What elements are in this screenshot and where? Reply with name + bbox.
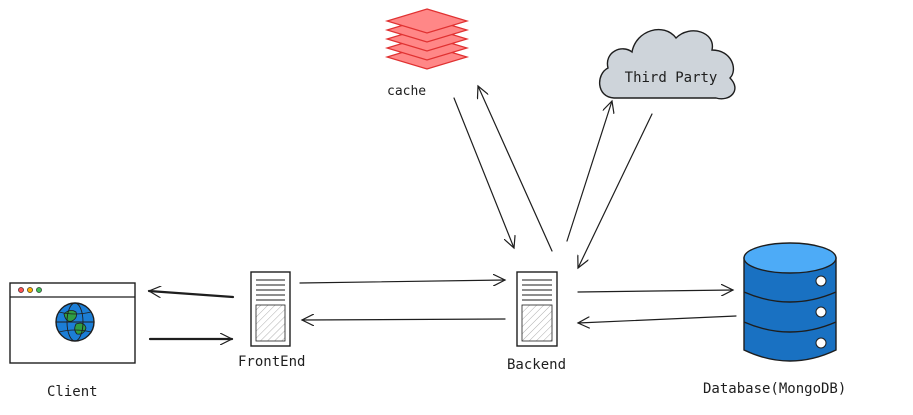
frontend-server-icon	[250, 271, 291, 347]
arrow-database-to-backend	[578, 315, 737, 323]
third-party-cloud-icon	[599, 28, 736, 100]
cache-layers-icon	[384, 8, 470, 70]
backend-server-icon	[516, 271, 558, 347]
arrow-backend-to-frontend	[302, 319, 506, 320]
frontend-label: FrontEnd	[238, 354, 306, 370]
arrow-frontend-to-client	[149, 291, 235, 299]
arrow-backend-to-database	[577, 290, 733, 292]
client-browser-icon	[9, 282, 136, 364]
database-cylinder-icon	[743, 242, 837, 362]
arrow-backend-to-thirdparty	[566, 101, 612, 242]
cache-label: cache	[387, 84, 427, 99]
arrow-cache-to-backend	[453, 97, 514, 248]
arrow-backend-to-cache	[478, 86, 553, 252]
globe-icon	[55, 302, 95, 342]
database-label: Database(MongoDB)	[703, 381, 847, 397]
third-party-label: Third Party	[624, 70, 718, 86]
backend-label: Backend	[507, 357, 567, 373]
arrow-frontend-to-backend	[299, 280, 505, 283]
arrow-thirdparty-to-backend	[578, 113, 653, 268]
client-label: Client	[47, 384, 98, 400]
